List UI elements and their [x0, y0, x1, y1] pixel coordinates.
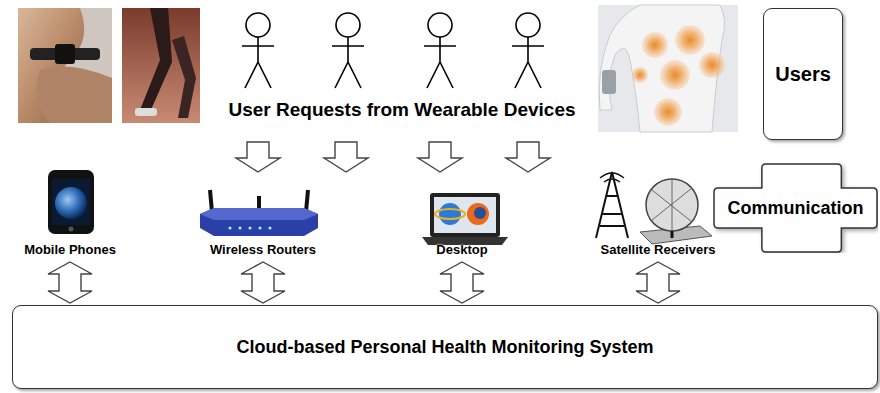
device-node: Desktop: [392, 166, 532, 260]
node-text: Cloud-based Personal Health Monitoring S…: [236, 337, 653, 358]
block-arrow: [440, 262, 484, 303]
node-text: Desktop: [392, 242, 532, 257]
communication-cross: Communication: [713, 163, 878, 253]
running-photo: [122, 8, 200, 123]
node-text: Mobile Phones: [2, 242, 138, 257]
block-arrow: [636, 262, 680, 303]
caption-label: User Requests from Wearable Devices: [228, 99, 575, 121]
laptop-icon: [422, 193, 508, 245]
node-text: Satellite Receivers: [583, 242, 733, 257]
sensor-torso-photo: [598, 5, 738, 132]
request-arrows: [236, 142, 550, 172]
block-arrow: [241, 262, 285, 303]
cloud-box: Cloud-based Personal Health Monitoring S…: [12, 305, 878, 389]
block-arrow: [48, 262, 92, 303]
satellite-icon: [596, 172, 712, 244]
node-text: Wireless Routers: [193, 242, 333, 257]
device-node: Wireless Routers: [193, 166, 333, 260]
node-text: Users: [775, 63, 831, 86]
device-node: Satellite Receivers: [583, 166, 733, 260]
phone-icon: [48, 170, 94, 234]
wrist-photo: [18, 8, 112, 123]
device-node: Mobile Phones: [2, 166, 138, 260]
router-icon: [200, 190, 318, 236]
users-box: Users: [763, 8, 843, 140]
stick-figures: [242, 13, 544, 88]
node-text: Communication: [727, 198, 863, 219]
